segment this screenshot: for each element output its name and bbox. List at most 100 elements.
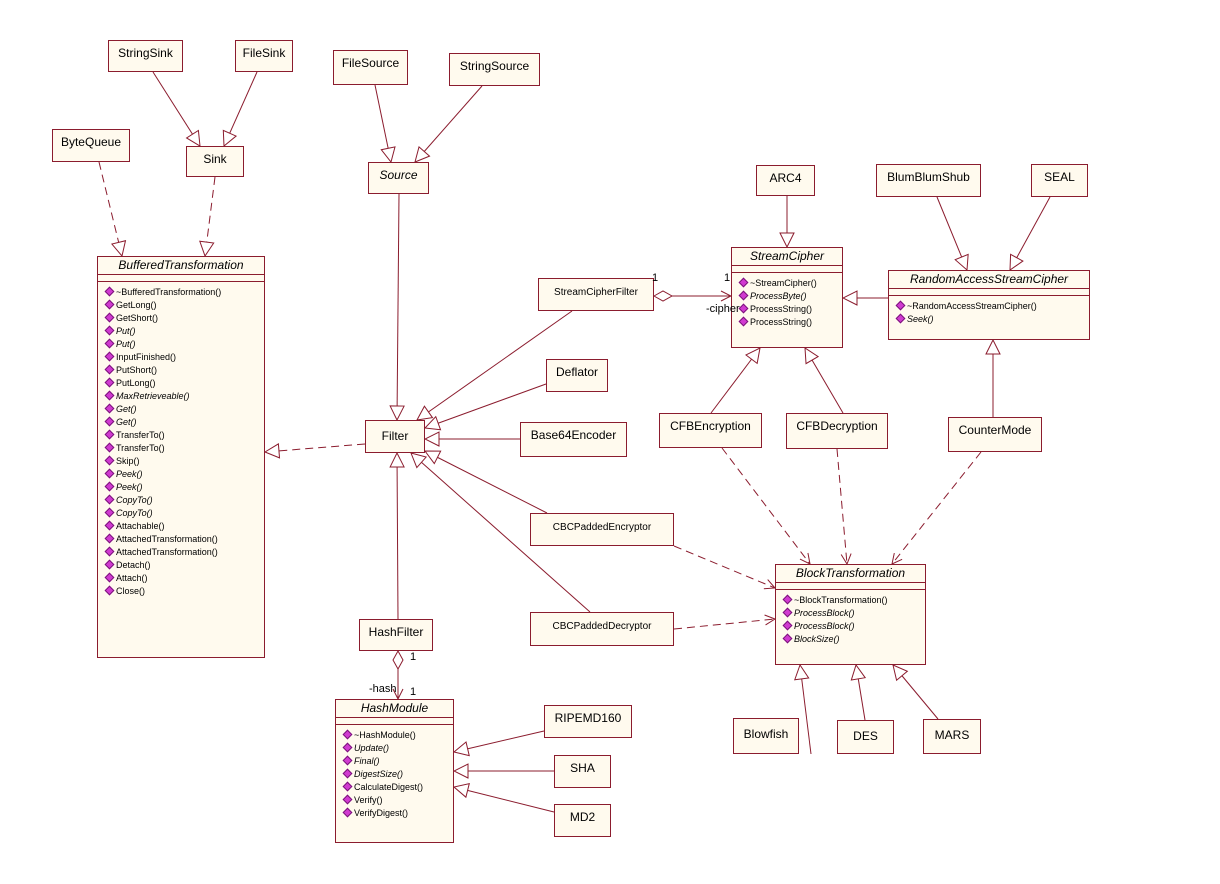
class-cfb-encryption[interactable]: CFBEncryption: [659, 413, 762, 448]
class-name: RIPEMD160: [554, 711, 622, 725]
class-seal[interactable]: SEAL: [1031, 164, 1088, 197]
operation-label: ProcessBlock(): [794, 608, 855, 618]
class-source[interactable]: Source: [368, 162, 429, 194]
class-md2[interactable]: MD2: [554, 804, 611, 837]
operation-label: ProcessByte(): [750, 291, 807, 301]
operation-label: Peek(): [116, 469, 143, 479]
operation: Peek(): [104, 481, 264, 494]
class-blowfish[interactable]: Blowfish: [733, 718, 799, 754]
class-random-access-stream-cipher[interactable]: RandomAccessStreamCipher ~RandomAccessSt…: [888, 270, 1090, 340]
operation: MaxRetrieveable(): [104, 390, 264, 403]
realization-edge: [265, 444, 366, 452]
class-stream-cipher-filter[interactable]: StreamCipherFilter: [538, 278, 654, 311]
operation-label: Put(): [116, 326, 136, 336]
class-cbc-padded-decryptor[interactable]: CBCPaddedDecryptor: [530, 612, 674, 646]
class-hash-filter[interactable]: HashFilter: [359, 619, 433, 651]
class-byte-queue[interactable]: ByteQueue: [52, 129, 130, 162]
generalization-edge: [454, 730, 545, 752]
operation-label: CalculateDigest(): [354, 782, 424, 792]
generalization-edge: [856, 665, 865, 721]
public-operation-icon: [104, 351, 115, 362]
operation-label: TransferTo(): [116, 443, 165, 453]
public-operation-icon: [104, 416, 115, 427]
public-operation-icon: [104, 559, 115, 570]
generalization-edge: [397, 453, 398, 620]
public-operation-icon: [104, 403, 115, 414]
class-stream-cipher[interactable]: StreamCipher ~StreamCipher()ProcessByte(…: [731, 247, 843, 348]
public-operation-icon: [738, 290, 749, 301]
public-operation-icon: [104, 585, 115, 596]
operation-label: Put(): [116, 339, 136, 349]
operation: PutLong(): [104, 377, 264, 390]
public-operation-icon: [104, 429, 115, 440]
operation-label: VerifyDigest(): [354, 808, 409, 818]
operation: Attach(): [104, 572, 264, 585]
public-operation-icon: [104, 507, 115, 518]
class-arc4[interactable]: ARC4: [756, 165, 815, 196]
operation: Get(): [104, 416, 264, 429]
class-des[interactable]: DES: [837, 720, 894, 754]
operation: BlockSize(): [782, 633, 925, 646]
operation-label: Close(): [116, 586, 146, 596]
class-cbc-padded-encryptor[interactable]: CBCPaddedEncryptor: [530, 513, 674, 546]
class-deflator[interactable]: Deflator: [546, 359, 608, 392]
class-filter[interactable]: Filter: [365, 420, 425, 453]
public-operation-icon: [738, 277, 749, 288]
generalization-edge: [417, 310, 573, 420]
operation-label: Final(): [354, 756, 380, 766]
operation-label: Attachable(): [116, 521, 165, 531]
public-operation-icon: [104, 299, 115, 310]
operation-label: Get(): [116, 404, 137, 414]
operation-label: BlockSize(): [794, 634, 840, 644]
class-ripemd160[interactable]: RIPEMD160: [544, 705, 632, 738]
generalization-edge: [710, 348, 760, 414]
class-sink[interactable]: Sink: [186, 146, 244, 177]
class-blum-blum-shub[interactable]: BlumBlumShub: [876, 164, 981, 197]
class-name: BlumBlumShub: [887, 170, 970, 184]
operation: ProcessString(): [738, 303, 842, 316]
class-name: CBCPaddedEncryptor: [552, 522, 652, 533]
class-name: CBCPaddedDecryptor: [552, 621, 652, 632]
public-operation-icon: [782, 594, 793, 605]
public-operation-icon: [104, 442, 115, 453]
operation: InputFinished(): [104, 351, 264, 364]
operation: ProcessString(): [738, 316, 842, 329]
class-name: MARS: [934, 728, 970, 742]
operation: Update(): [342, 742, 453, 755]
operation-label: AttachedTransformation(): [116, 547, 218, 557]
generalization-edge: [454, 787, 555, 813]
public-operation-icon: [342, 742, 353, 753]
public-operation-icon: [782, 607, 793, 618]
class-name: BlockTransformation: [776, 565, 925, 583]
operation-list: ~BlockTransformation()ProcessBlock()Proc…: [776, 590, 925, 646]
generalization-edge: [224, 71, 258, 146]
public-operation-icon: [104, 390, 115, 401]
operation-label: ~StreamCipher(): [750, 278, 817, 288]
operation: Skip(): [104, 455, 264, 468]
class-name: FileSink: [242, 46, 286, 60]
operation-label: ~BufferedTransformation(): [116, 287, 222, 297]
class-buffered-transformation[interactable]: BufferedTransformation ~BufferedTransfor…: [97, 256, 265, 658]
class-mars[interactable]: MARS: [923, 719, 981, 754]
operation: Verify(): [342, 794, 453, 807]
operation: ~HashModule(): [342, 729, 453, 742]
operation-label: Get(): [116, 417, 137, 427]
generalization-edge: [805, 348, 844, 414]
class-base64-encoder[interactable]: Base64Encoder: [520, 422, 627, 457]
class-cfb-decryption[interactable]: CFBDecryption: [786, 413, 888, 449]
operation: TransferTo(): [104, 442, 264, 455]
class-sha[interactable]: SHA: [554, 755, 611, 788]
class-name: Blowfish: [743, 727, 789, 741]
class-string-sink[interactable]: StringSink: [108, 40, 183, 72]
class-file-sink[interactable]: FileSink: [235, 40, 293, 72]
public-operation-icon: [738, 303, 749, 314]
class-hash-module[interactable]: HashModule ~HashModule()Update()Final()D…: [335, 699, 454, 843]
realization-edge: [205, 176, 216, 256]
class-string-source[interactable]: StringSource: [449, 53, 540, 86]
class-counter-mode[interactable]: CounterMode: [948, 417, 1042, 452]
class-block-transformation[interactable]: BlockTransformation ~BlockTransformation…: [775, 564, 926, 665]
class-file-source[interactable]: FileSource: [333, 50, 408, 85]
multiplicity-label: 1: [652, 272, 659, 284]
class-name: DES: [853, 729, 878, 743]
